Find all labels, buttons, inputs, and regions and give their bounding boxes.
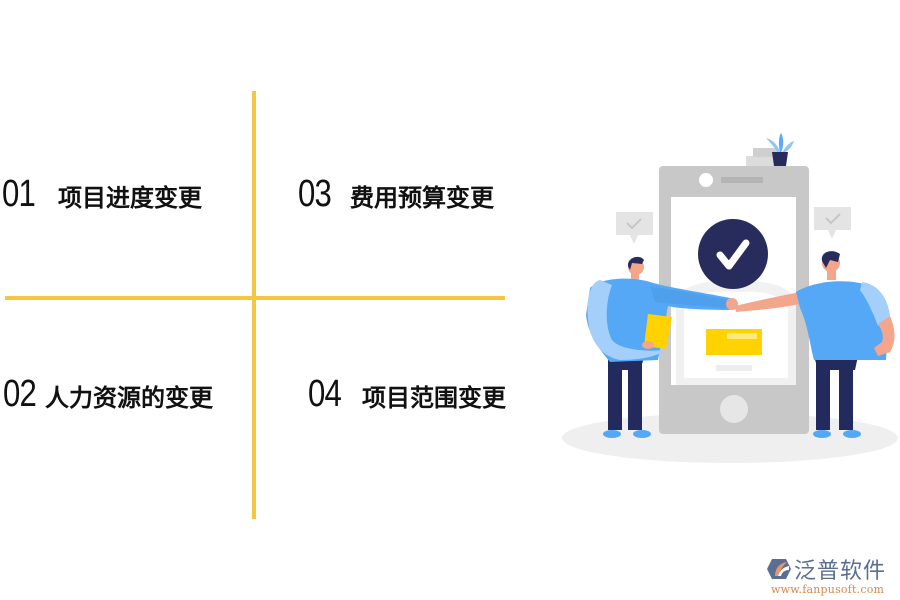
- item-label: 人力资源的变更: [45, 384, 213, 412]
- logo-name: 泛普软件: [794, 559, 887, 584]
- item-label: 项目进度变更: [58, 184, 202, 212]
- fanpu-logo-icon: [767, 559, 791, 579]
- plant-icon: [766, 133, 794, 166]
- teamwork-illustration: [562, 133, 898, 463]
- check-circle-icon: [698, 219, 768, 289]
- item-01: 01 项目进度变更: [2, 173, 202, 216]
- item-03: 03 费用预算变更: [298, 173, 494, 216]
- logo-url: www.fanpusoft.com: [771, 583, 885, 596]
- item-number: 01: [2, 173, 36, 215]
- vertical-divider: [252, 91, 256, 519]
- horizontal-divider: [5, 296, 505, 300]
- item-04: 04 项目范围变更: [308, 373, 506, 416]
- fanpu-logo: 泛普软件 www.fanpusoft.com: [766, 553, 886, 596]
- item-label: 项目范围变更: [362, 384, 506, 412]
- ground-shadow: [562, 413, 898, 463]
- speech-bubble-check-icon: [814, 207, 851, 239]
- item-number: 04: [308, 373, 342, 415]
- left-person: [586, 256, 738, 438]
- item-number: 02: [3, 373, 37, 415]
- item-02: 02 人力资源的变更: [3, 373, 213, 416]
- right-person: [735, 251, 895, 438]
- item-number: 03: [298, 173, 332, 215]
- item-label: 费用预算变更: [350, 184, 494, 212]
- speech-bubble-check-icon: [616, 212, 653, 244]
